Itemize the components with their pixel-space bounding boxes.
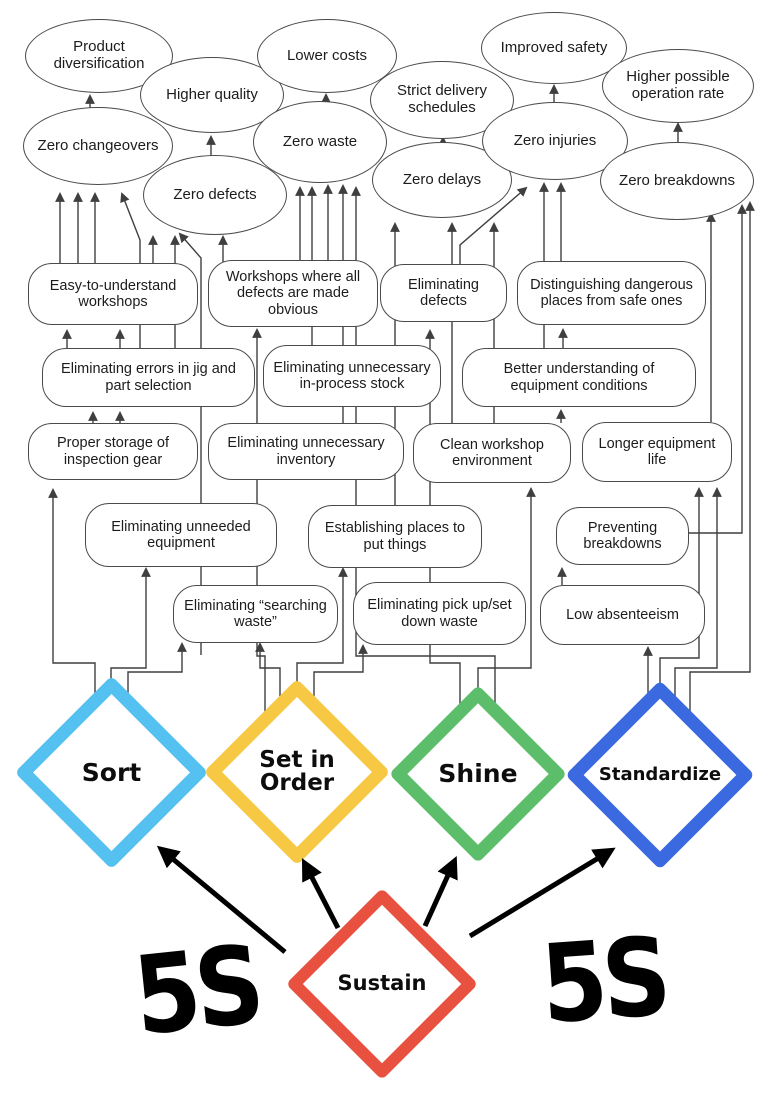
diamond-standardize-label: Standardize xyxy=(598,763,722,785)
box-clean-workshop: Clean workshop environment xyxy=(413,423,571,483)
diamond-standardize: Standardize xyxy=(565,680,755,870)
box-defects-obvious: Workshops where all defects are made obv… xyxy=(208,260,378,327)
ellipse-improved-safety: Improved safety xyxy=(481,12,627,84)
diamond-sustain: Sustain xyxy=(285,887,479,1081)
box-better-understanding: Better understanding of equipment condit… xyxy=(462,348,696,407)
box-easy-workshops: Easy-to-understand workshops xyxy=(28,263,198,325)
connector-line xyxy=(689,204,747,534)
ellipse-zero-defects: Zero defects xyxy=(143,155,287,235)
diamond-set-in-order-label: Set in Order xyxy=(259,746,335,796)
diamond-sustain-label: Sustain xyxy=(337,971,427,996)
ellipse-higher-operation-rate: Higher possible operation rate xyxy=(602,49,754,123)
ellipse-lower-costs: Lower costs xyxy=(257,19,397,93)
ellipse-zero-changeovers: Zero changeovers xyxy=(23,107,173,185)
box-longer-equipment-life: Longer equipment life xyxy=(582,422,732,482)
box-establishing-places: Establishing places to put things xyxy=(308,505,482,568)
box-searching-waste: Eliminating “searching waste” xyxy=(173,585,338,643)
diamond-set-in-order: Set in Order xyxy=(203,678,391,866)
diamond-shine: Shine xyxy=(388,684,568,864)
ellipse-zero-waste: Zero waste xyxy=(253,101,387,183)
diamond-shine-label: Shine xyxy=(438,759,518,789)
box-in-process-stock: Eliminating unnecessary in-process stock xyxy=(263,345,441,407)
box-pickup-setdown: Eliminating pick up/set down waste xyxy=(353,582,526,645)
box-low-absenteeism: Low absenteeism xyxy=(540,585,705,645)
label-5s-left: 5S xyxy=(128,922,265,1061)
box-unnecessary-inventory: Eliminating unnecessary inventory xyxy=(208,423,404,480)
box-distinguishing-places: Distinguishing dangerous places from saf… xyxy=(517,261,706,325)
ellipse-product-diversification: Product diversification xyxy=(25,19,173,93)
label-5s-right: 5S xyxy=(537,914,670,1049)
ellipse-zero-breakdowns: Zero breakdowns xyxy=(600,142,754,220)
box-preventing-breakdowns: Preventing breakdowns xyxy=(556,507,689,565)
box-eliminating-defects: Eliminating defects xyxy=(380,264,507,322)
box-unneeded-equipment: Eliminating unneeded equipment xyxy=(85,503,277,567)
diamond-sort-label: Sort xyxy=(81,757,142,787)
diamond-sort: Sort xyxy=(14,675,209,870)
box-eliminating-errors: Eliminating errors in jig and part selec… xyxy=(42,348,255,407)
ellipse-higher-quality: Higher quality xyxy=(140,57,284,133)
box-proper-storage: Proper storage of inspection gear xyxy=(28,423,198,480)
